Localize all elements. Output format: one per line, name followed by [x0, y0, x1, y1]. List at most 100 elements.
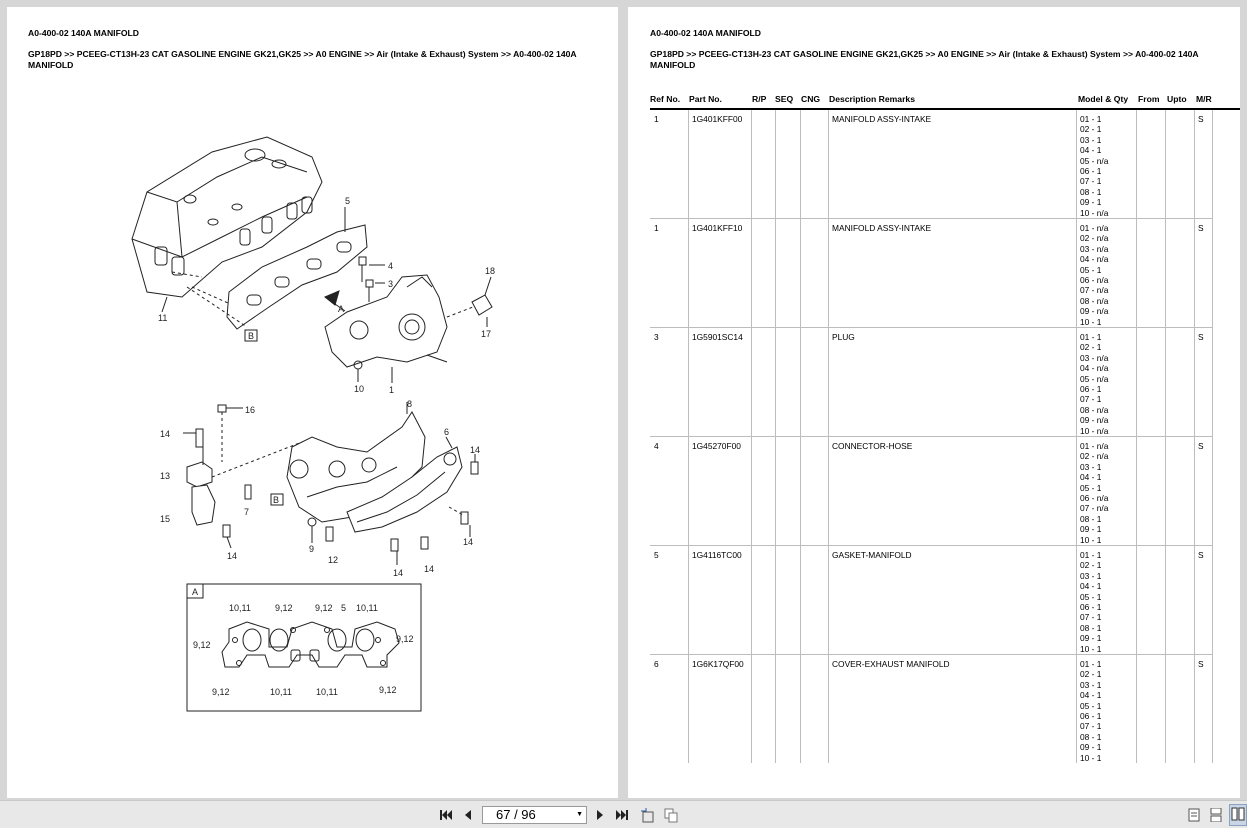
- two-page-icon: [1231, 807, 1245, 821]
- model-qty-entry: 02 - 1: [1080, 560, 1102, 571]
- last-page-icon[interactable]: [615, 808, 629, 822]
- ref-no-cell: 3: [654, 332, 659, 342]
- model-qty-entry: 07 - n/a: [1080, 285, 1109, 296]
- header-rule: [650, 108, 1240, 110]
- page-selector[interactable]: 67 / 96 ▼: [482, 806, 587, 824]
- model-qty-entry: 06 - n/a: [1080, 493, 1109, 504]
- model-qty-entry: 04 - 1: [1080, 145, 1102, 156]
- callout-5: 5: [345, 196, 350, 206]
- model-qty-entry: 10 - n/a: [1080, 207, 1109, 218]
- description-cell: COVER-EXHAUST MANIFOLD: [832, 659, 950, 669]
- model-qty-entry: 09 - 1: [1080, 633, 1102, 644]
- model-qty-entry: 03 - n/a: [1080, 352, 1109, 363]
- model-qty-entry: 10 - 1: [1080, 643, 1102, 654]
- callout-12: 12: [328, 555, 338, 565]
- model-qty-entry: 02 - n/a: [1080, 233, 1109, 244]
- model-qty-entry: 05 - 1: [1080, 264, 1102, 275]
- ref-no-cell: 6: [654, 659, 659, 669]
- model-qty-entry: 04 - 1: [1080, 472, 1102, 483]
- model-qty-entry: 01 - 1: [1080, 332, 1102, 342]
- model-qty-entry: 10 - 1: [1080, 534, 1102, 545]
- callout-14: 14: [393, 568, 403, 578]
- model-qty-entry: 06 - 1: [1080, 711, 1102, 722]
- single-page-icon[interactable]: [1187, 808, 1201, 822]
- description-cell: PLUG: [832, 332, 855, 342]
- model-qty-entry: 09 - n/a: [1080, 306, 1109, 317]
- description-cell: MANIFOLD ASSY-INTAKE: [832, 114, 932, 124]
- model-qty-entry: 09 - 1: [1080, 524, 1102, 535]
- col-rp: R/P: [752, 94, 767, 104]
- model-qty-entry: 02 - 1: [1080, 342, 1102, 353]
- next-page-icon[interactable]: [593, 808, 607, 822]
- model-qty-entry: 06 - 1: [1080, 602, 1102, 613]
- callout-14: 14: [227, 551, 237, 561]
- model-qty-entry: 06 - 1: [1080, 166, 1102, 177]
- col-cng: CNG: [801, 94, 821, 104]
- first-page-icon[interactable]: [439, 808, 453, 822]
- exhaust-cover-drawing: [346, 436, 463, 533]
- exhaust-manifold-drawing: [286, 402, 426, 523]
- continuous-icon[interactable]: [1209, 808, 1223, 822]
- model-qty-entry: 03 - 1: [1080, 679, 1102, 690]
- detail-a-box: [186, 583, 422, 712]
- model-qty-entry: 01 - 1: [1080, 659, 1102, 669]
- rotate-icon[interactable]: [640, 807, 654, 822]
- bracket-drawing: [186, 447, 216, 526]
- copy-icon[interactable]: [664, 808, 678, 822]
- callout-4: 4: [388, 261, 393, 271]
- prev-page-icon[interactable]: [461, 808, 475, 822]
- callout-6: 6: [444, 427, 449, 437]
- model-qty-entry: 03 - 1: [1080, 134, 1102, 145]
- detail-callout: 10,11: [356, 603, 378, 613]
- model-qty-entry: 02 - 1: [1080, 669, 1102, 680]
- detail-callout: 5: [341, 603, 346, 613]
- part-no-cell: 1G5901SC14: [692, 332, 743, 342]
- page-indicator: 67 / 96: [496, 807, 536, 822]
- description-cell: CONNECTOR-HOSE: [832, 441, 913, 451]
- model-qty-entry: 07 - 1: [1080, 176, 1102, 187]
- detail-label: A: [192, 587, 198, 597]
- callout-14: 14: [160, 429, 170, 439]
- col-part-no: Part No.: [689, 94, 722, 104]
- model-qty-entry: 08 - 1: [1080, 513, 1102, 524]
- callout-8: 8: [407, 399, 412, 409]
- mr-cell: S: [1198, 332, 1204, 342]
- model-qty-entry: 06 - 1: [1080, 384, 1102, 395]
- detail-callout: 10,11: [270, 687, 292, 697]
- mr-cell: S: [1198, 441, 1204, 451]
- breadcrumb-path: GP18PD >> PCEEG-CT13H-23 CAT GASOLINE EN…: [650, 49, 1199, 70]
- model-qty-entry: 09 - 1: [1080, 742, 1102, 753]
- col-upto: Upto: [1167, 94, 1187, 104]
- model-qty-entry: 02 - n/a: [1080, 451, 1109, 462]
- model-qty-entry: 03 - 1: [1080, 570, 1102, 581]
- callout-17: 17: [481, 329, 491, 339]
- callout-11: 11: [158, 313, 167, 323]
- diagram-page: A0-400-02 140A MANIFOLD GP18PD >> PCEEG-…: [7, 7, 618, 798]
- model-qty-entry: 02 - 1: [1080, 124, 1102, 135]
- detail-callout: 10,11: [229, 603, 251, 613]
- description-cell: GASKET-MANIFOLD: [832, 550, 912, 560]
- model-qty-entry: 09 - 1: [1080, 197, 1102, 208]
- model-qty-entry: 04 - n/a: [1080, 363, 1109, 374]
- part-no-cell: 1G401KFF00: [692, 114, 743, 124]
- model-qty-entry: 07 - 1: [1080, 721, 1102, 732]
- callout-18: 18: [485, 266, 495, 276]
- callout-13: 13: [160, 471, 170, 481]
- callout-15: 15: [160, 514, 170, 524]
- callout-10: 10: [354, 384, 364, 394]
- model-qty-entry: 07 - n/a: [1080, 503, 1109, 514]
- part-no-cell: 1G4116TC00: [692, 550, 742, 560]
- two-page-view-button[interactable]: [1229, 804, 1247, 826]
- model-qty-entry: 06 - n/a: [1080, 275, 1109, 286]
- callout-9: 9: [309, 544, 314, 554]
- model-qty-entry: 08 - n/a: [1080, 295, 1109, 306]
- detail-callout: 9,12: [193, 640, 211, 650]
